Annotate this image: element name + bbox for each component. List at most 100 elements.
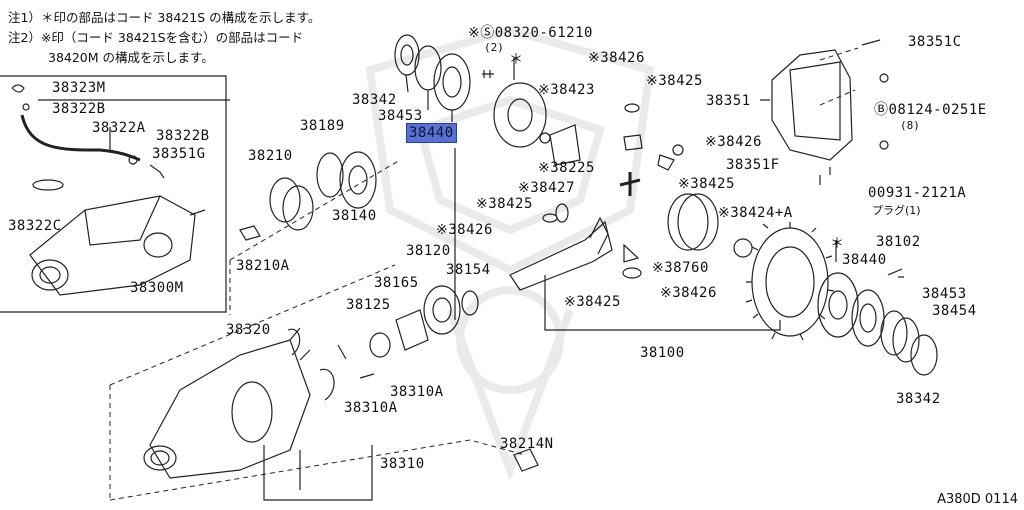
part-label-38310[interactable]: 38310 bbox=[380, 456, 425, 472]
watermark-emblem bbox=[365, 25, 655, 482]
part-label-38342-top[interactable]: 38342 bbox=[352, 92, 397, 108]
star-marker-top: ＊ bbox=[509, 52, 524, 68]
hose-38322A bbox=[20, 114, 141, 162]
part-label-38425-b[interactable]: ※38425 bbox=[678, 176, 735, 192]
part-label-38310A-b[interactable]: 38310A bbox=[344, 400, 398, 416]
part-label-38453-right[interactable]: 38453 bbox=[922, 286, 967, 302]
diff-case bbox=[493, 82, 547, 148]
bolt-08124 bbox=[879, 73, 889, 83]
part-label-38425-d[interactable]: ※38425 bbox=[564, 294, 621, 310]
washer-38424 bbox=[733, 238, 753, 258]
part-label-38426-c[interactable]: ※38426 bbox=[436, 222, 493, 238]
bearing-race-38342-top bbox=[394, 34, 420, 76]
washer-38426-b bbox=[672, 144, 684, 156]
part-label-38214N[interactable]: 38214N bbox=[500, 436, 554, 452]
part-label-38425-a[interactable]: ※38425 bbox=[646, 73, 703, 89]
part-label-38426-a[interactable]: ※38426 bbox=[588, 50, 645, 66]
part-label-38320[interactable]: 38320 bbox=[226, 322, 271, 338]
spacer-38154 bbox=[461, 290, 479, 316]
rear-cover-38351 bbox=[771, 49, 853, 161]
part-label-38140[interactable]: 38140 bbox=[332, 208, 377, 224]
part-label-08320-61210[interactable]: ※Ⓢ08320-61210 bbox=[468, 25, 593, 41]
leader-38100 bbox=[544, 275, 781, 331]
part-label-38165[interactable]: 38165 bbox=[374, 275, 419, 291]
figure-id: A380D 0114 bbox=[937, 492, 1018, 507]
part-label-38210A[interactable]: 38210A bbox=[236, 258, 290, 274]
part-label-38351[interactable]: 38351 bbox=[706, 93, 751, 109]
part-label-38424A[interactable]: ※38424+A bbox=[718, 205, 793, 221]
diff-housing-38320 bbox=[149, 339, 311, 479]
seal-38322C bbox=[32, 179, 64, 191]
diff-case-right bbox=[817, 272, 859, 338]
part-label-38154[interactable]: 38154 bbox=[446, 262, 491, 278]
nut-38210A bbox=[239, 225, 261, 241]
part-label-38454[interactable]: 38454 bbox=[932, 303, 977, 319]
note-1: 注1）＊印の部品はコード 38421S の構成を示します。 bbox=[8, 10, 321, 25]
seal-38125 bbox=[369, 332, 391, 358]
part-label-38225[interactable]: ※38225 bbox=[538, 160, 595, 176]
part-label-38322B-right[interactable]: 38322B bbox=[156, 128, 210, 144]
part-label-38440-highlighted[interactable]: 38440 bbox=[406, 123, 457, 143]
part-label-38310A-a[interactable]: 38310A bbox=[390, 384, 444, 400]
part-label-38322A[interactable]: 38322A bbox=[92, 120, 146, 136]
side-gear-38423 bbox=[549, 124, 581, 166]
mount-38310-b bbox=[319, 368, 335, 401]
part-label-38426-b[interactable]: ※38426 bbox=[705, 134, 762, 150]
note-2-line-1: 注2）※印（コード 38421Sを含む）の部品はコード bbox=[8, 30, 304, 45]
part-label-38300M[interactable]: 38300M bbox=[130, 280, 184, 296]
shim-38453-right bbox=[880, 310, 908, 356]
part-label-38322C[interactable]: 38322C bbox=[8, 218, 62, 234]
part-label-38351G[interactable]: 38351G bbox=[152, 146, 206, 162]
bolt-08320 bbox=[482, 70, 494, 78]
part-label-38425-c[interactable]: ※38425 bbox=[476, 196, 533, 212]
shim-38454 bbox=[892, 317, 920, 363]
shaft-38427 bbox=[619, 172, 641, 196]
drive-pinion-38100 bbox=[509, 220, 613, 291]
part-label-38427[interactable]: ※38427 bbox=[518, 180, 575, 196]
washer-38426-d bbox=[622, 267, 642, 279]
ring-gear-38100 bbox=[751, 227, 829, 337]
part-label-38423[interactable]: ※38423 bbox=[538, 82, 595, 98]
part-label-38351F[interactable]: 38351F bbox=[726, 157, 780, 173]
flange-38210 bbox=[269, 177, 301, 223]
clamp-38322B-left bbox=[22, 103, 30, 111]
clamp-38322B-right bbox=[128, 155, 138, 165]
part-label-08124-0251E[interactable]: Ⓑ08124-0251E bbox=[874, 102, 987, 118]
part-label-38102[interactable]: 38102 bbox=[876, 234, 921, 250]
part-label-38100[interactable]: 38100 bbox=[640, 345, 685, 361]
collapsible-spacer-38165 bbox=[395, 309, 429, 351]
seal-38189 bbox=[316, 152, 344, 198]
washer-38426-a bbox=[624, 103, 640, 113]
diff-carrier-38300M bbox=[29, 195, 196, 296]
part-qty-08320: (2) bbox=[484, 41, 504, 54]
part-label-38125[interactable]: 38125 bbox=[346, 297, 391, 313]
part-label-38322B-left[interactable]: 38322B bbox=[52, 101, 106, 117]
part-label-38210[interactable]: 38210 bbox=[248, 148, 293, 164]
part-label-00931-2121A[interactable]: 00931-2121A bbox=[868, 185, 967, 201]
note-2-line-2: 38420M の構成を示します。 bbox=[48, 50, 214, 65]
part-label-38453-top[interactable]: 38453 bbox=[378, 108, 423, 124]
nut-38214N bbox=[513, 448, 539, 472]
part-label-38426-d[interactable]: ※38426 bbox=[660, 285, 717, 301]
bolt-38351G bbox=[149, 164, 165, 179]
part-label-38120[interactable]: 38120 bbox=[406, 243, 451, 259]
part-sub-plug: プラグ(1) bbox=[872, 204, 921, 217]
part-label-38342-right[interactable]: 38342 bbox=[896, 391, 941, 407]
bearing-38760 bbox=[667, 193, 709, 251]
plug-00931 bbox=[879, 140, 889, 150]
mount-38310-a bbox=[287, 328, 301, 356]
part-label-38323M[interactable]: 38323M bbox=[52, 80, 106, 96]
bearing-38120 bbox=[423, 285, 461, 335]
bearing-race-38342-right bbox=[910, 334, 938, 376]
part-label-38440-right[interactable]: 38440 bbox=[842, 252, 887, 268]
bearing-38140 bbox=[339, 151, 377, 209]
pinion-gear-38425-b bbox=[657, 154, 675, 171]
part-label-38189[interactable]: 38189 bbox=[300, 118, 345, 134]
part-label-38351C[interactable]: 38351C bbox=[908, 34, 962, 50]
inset-frame bbox=[0, 75, 227, 313]
pinion-gear-38425-d bbox=[623, 243, 640, 263]
part-label-38760[interactable]: ※38760 bbox=[652, 260, 709, 276]
pinion-gear-38425-a bbox=[623, 134, 643, 151]
